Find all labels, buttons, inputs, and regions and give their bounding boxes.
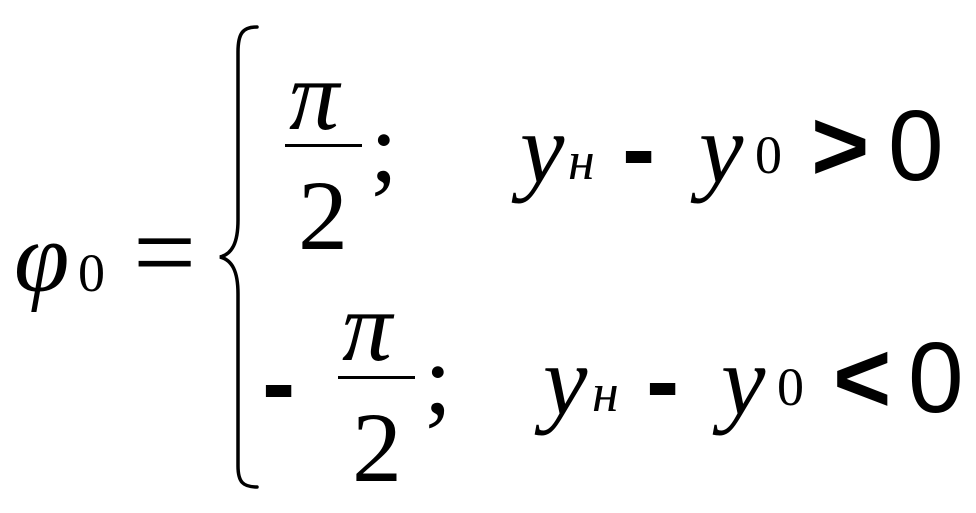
case1-denominator: 2 — [298, 160, 348, 271]
case2-fraction-bar — [338, 376, 415, 379]
case1-var2-y: y — [699, 93, 744, 204]
case1-fraction-bar — [285, 144, 362, 147]
phi-subscript: 0 — [78, 243, 105, 303]
case1-var2-sub: 0 — [755, 125, 782, 185]
case2-value: 0 — [908, 322, 964, 434]
case1-numerator-pi: π — [289, 40, 340, 151]
equals-sign: = — [133, 191, 197, 315]
case2-minus: - — [646, 325, 680, 437]
case1-minus: - — [622, 93, 656, 205]
case1-separator: ; — [370, 92, 398, 203]
case2-denominator: 2 — [352, 392, 402, 503]
case2-var-y: y — [543, 325, 588, 436]
case1-value: 0 — [888, 90, 944, 202]
case2-numerator-pi: π — [342, 271, 393, 382]
case2-sign: - — [262, 327, 296, 439]
case1-var-sub: н — [568, 131, 595, 191]
phi-symbol: φ — [14, 202, 70, 313]
case2-var2-sub: 0 — [777, 357, 804, 417]
case2-var2-y: y — [721, 325, 766, 436]
case2-relation: < — [833, 322, 892, 434]
case2-var-sub: н — [592, 363, 619, 423]
case1-relation: > — [811, 90, 870, 202]
case2-separator: ; — [424, 324, 452, 435]
case1-var-y: y — [520, 93, 565, 204]
